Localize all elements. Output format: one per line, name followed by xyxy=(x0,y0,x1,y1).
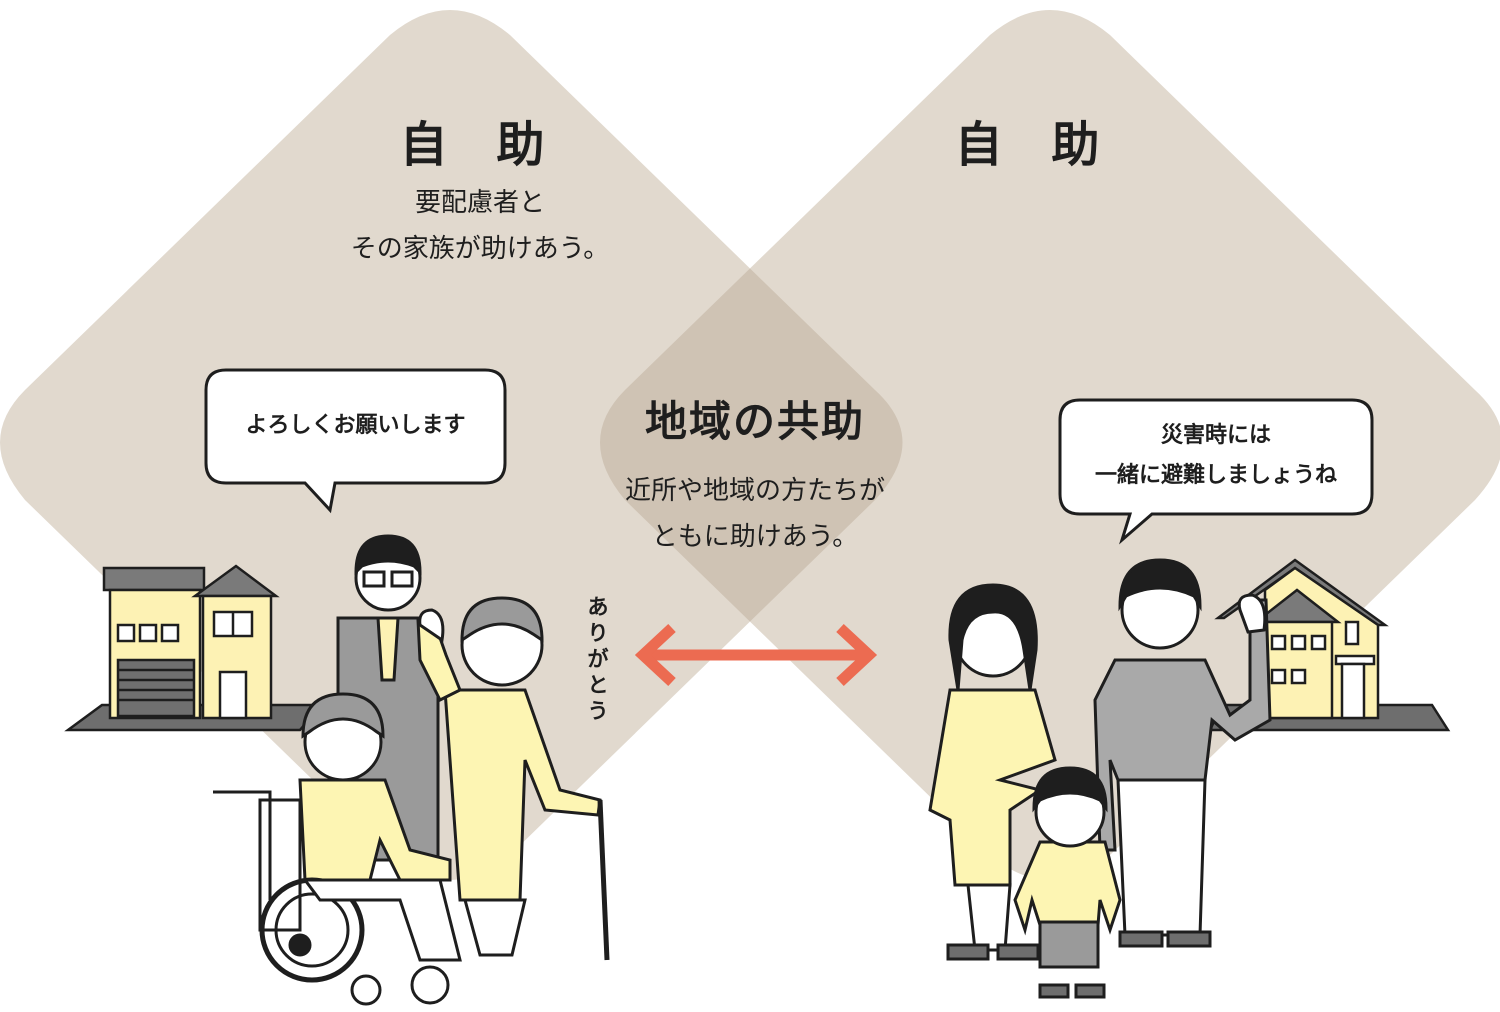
father xyxy=(1093,558,1272,948)
wheelchair-woman xyxy=(213,692,462,1006)
elderly-man xyxy=(416,596,610,961)
speech-bubble-right-line2: 一緒に避難しましょうね xyxy=(1094,463,1337,488)
child xyxy=(1013,766,1122,999)
center-description-line2: ともに助けあう。 xyxy=(651,522,859,552)
speech-bubble-left: よろしくお願いします xyxy=(245,413,466,438)
double-arrow xyxy=(634,623,878,687)
left-description-line2: その家族が助けあう。 xyxy=(350,234,610,264)
left-description-line1: 要配慮者と xyxy=(414,188,545,218)
left-title: 自 助 xyxy=(399,117,561,173)
center-description-line1: 近所や地域の方たちが xyxy=(624,476,885,506)
speech-bubble-left-shape xyxy=(204,368,507,514)
right-title: 自 助 xyxy=(954,117,1116,173)
speech-bubble-right-line1: 災害時には xyxy=(1160,423,1271,448)
center-title: 地域の共助 xyxy=(644,397,865,446)
speech-bubble-right-shape xyxy=(1058,398,1374,545)
thanks-text: ありがとう xyxy=(587,595,609,723)
woman xyxy=(928,583,1057,961)
house-left xyxy=(64,564,325,732)
